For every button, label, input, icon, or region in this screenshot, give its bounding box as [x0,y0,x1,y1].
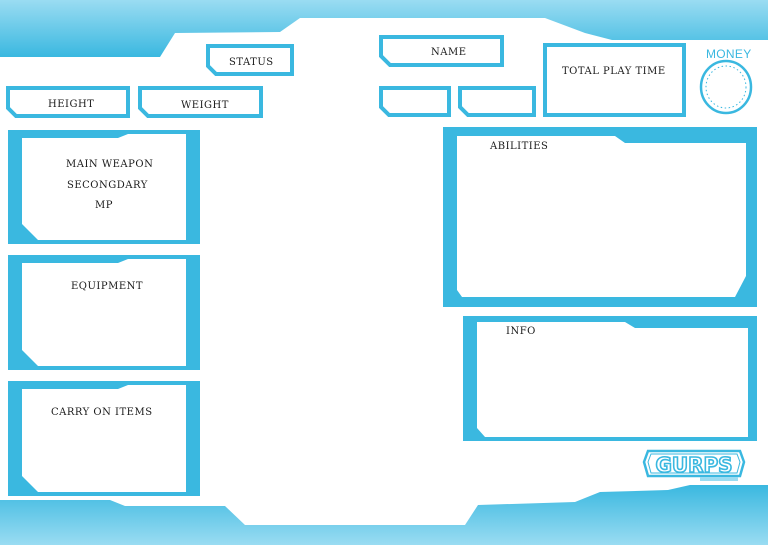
mp-label: MP [95,200,113,211]
total-play-time-label: TOTAL PLAY TIME [562,66,666,77]
name-plate [379,35,504,67]
blank-plate-right [458,86,536,117]
name-label: NAME [431,47,467,58]
gurps-logo: GURPS [642,449,746,481]
total-play-time-box [543,43,686,117]
height-plate [6,86,130,118]
equipment-label: EQUIPMENT [71,281,144,292]
equipment-box [8,255,200,370]
weight-label: WEIGHT [181,100,229,111]
info-box [463,316,757,441]
top-border-band [0,0,768,57]
weapon-box [8,130,200,244]
money-label: MONEY [706,47,752,61]
info-label: INFO [506,326,536,337]
bottom-border-band [0,485,768,545]
carry-items-box [8,381,200,496]
abilities-label: ABILITIES [490,141,549,152]
status-plate [206,44,294,76]
money-coin [699,59,753,115]
height-label: HEIGHT [48,99,95,110]
blank-plate-left [379,86,451,117]
carry-on-items-label: CARRY ON ITEMS [51,407,153,418]
weight-plate [138,86,263,118]
abilities-box [443,127,757,307]
status-label: STATUS [229,57,274,68]
gurps-logo-text: GURPS [655,453,732,477]
secondary-label: SECONGDARY [67,180,148,191]
main-weapon-label: MAIN WEAPON [66,159,154,170]
